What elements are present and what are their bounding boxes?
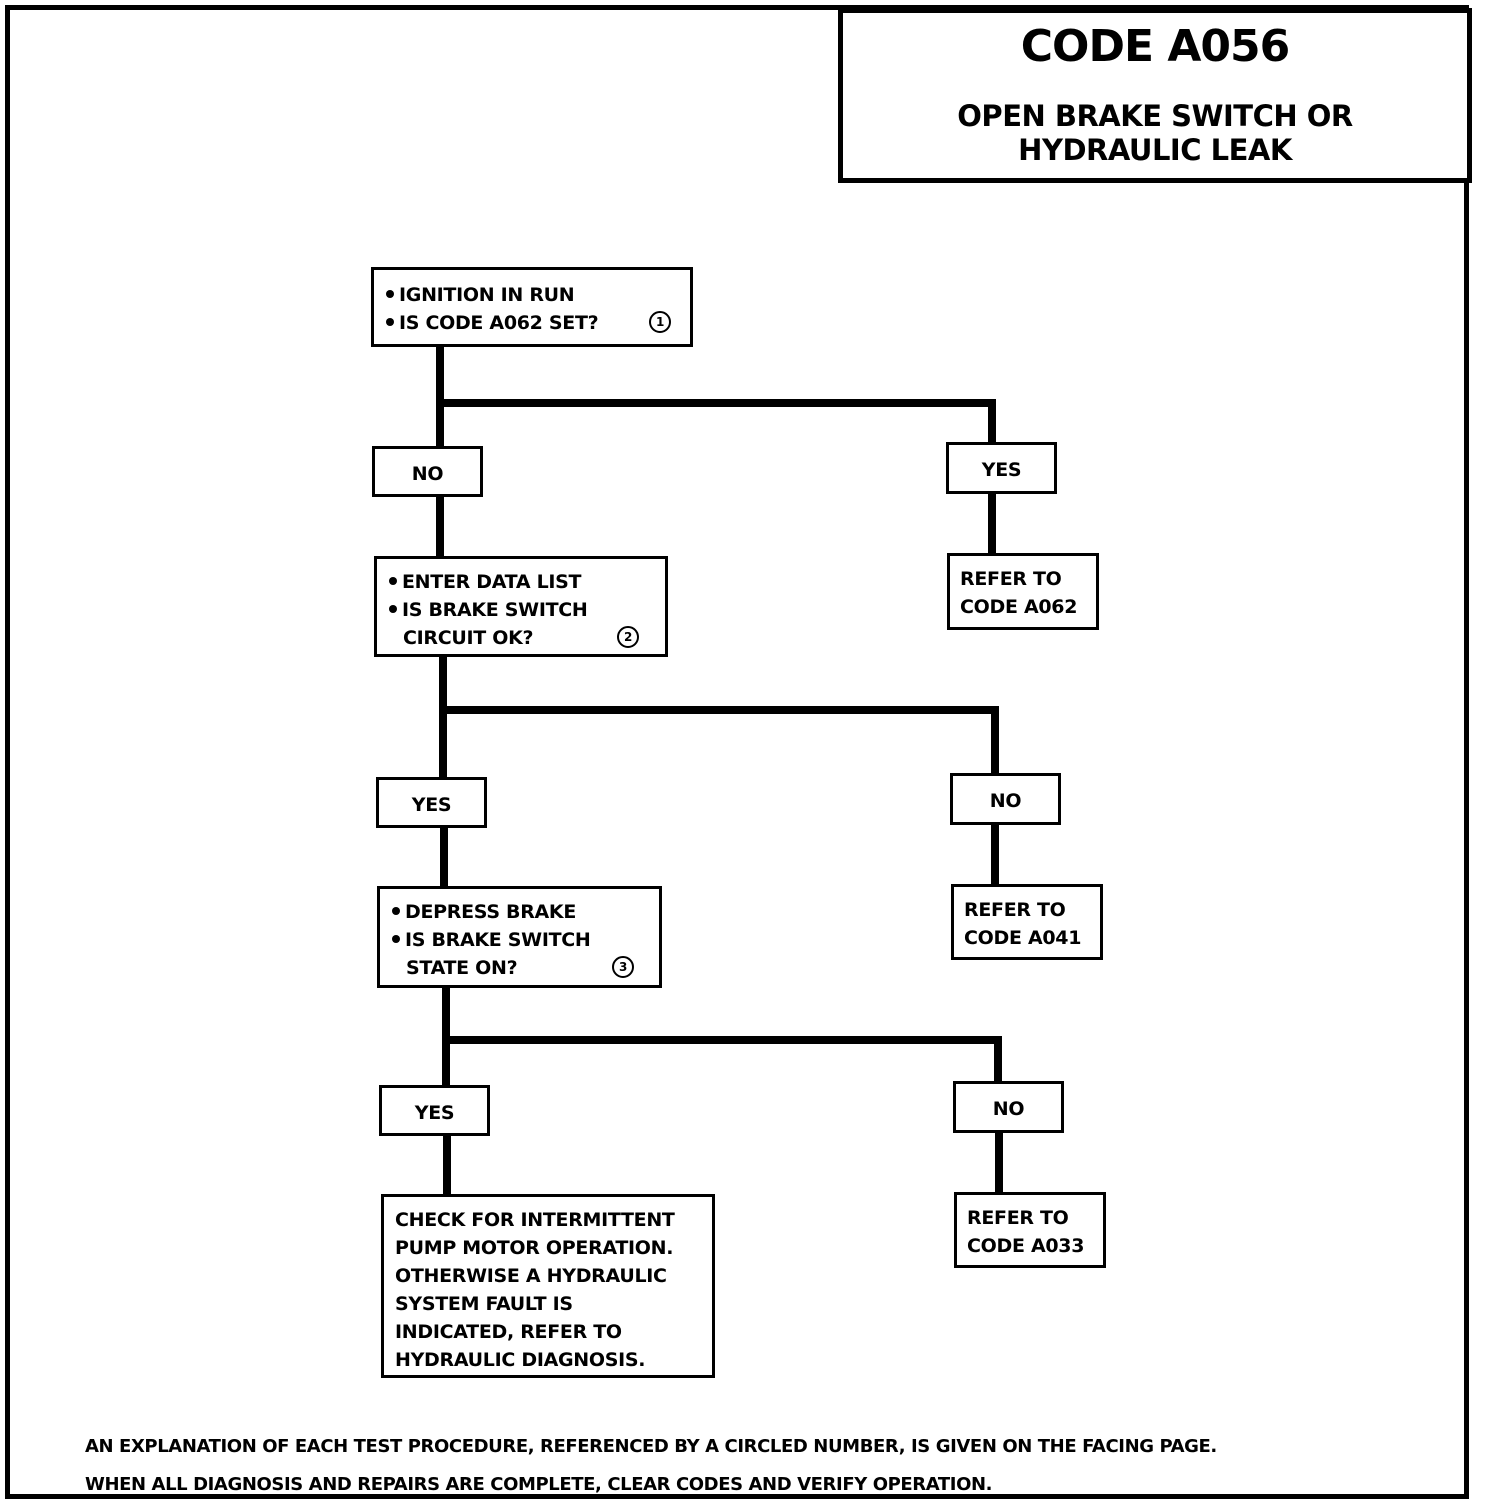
outcome-line: CODE A062 [960,596,1078,618]
step-3-no-box: NO [953,1081,1064,1133]
outcome-line: CODE A041 [964,927,1082,949]
outcome-line: PUMP MOTOR OPERATION. [395,1237,674,1259]
bullet-icon [386,317,394,326]
step-2-no-box: NO [950,773,1061,825]
subtitle-line-2: HYDRAULIC LEAK [1018,133,1292,167]
outcome-line: REFER TO [960,568,1062,590]
step-2-line-1: ENTER DATA LIST [389,571,582,593]
answer-label: YES [411,794,452,816]
outcome-line: CHECK FOR INTERMITTENT [395,1209,675,1231]
answer-label: NO [992,1098,1025,1120]
refer-a033-box: REFER TO CODE A033 [954,1192,1106,1268]
outcome-line: CODE A033 [967,1235,1085,1257]
outcome-line: REFER TO [967,1207,1069,1229]
step-3-yes-box: YES [379,1085,490,1136]
connector [443,706,999,773]
answer-label: YES [414,1102,455,1124]
answer-label: NO [989,790,1022,812]
step-2-line-3: CIRCUIT OK? [403,627,534,649]
outcome-line: INDICATED, REFER TO [395,1321,622,1343]
refer-a041-box: REFER TO CODE A041 [951,884,1103,960]
outcome-line: HYDRAULIC DIAGNOSIS. [395,1349,646,1371]
code-subtitle: OPEN BRAKE SWITCH OR HYDRAULIC LEAK [843,99,1467,167]
step-3-box: DEPRESS BRAKE IS BRAKE SWITCH STATE ON? … [377,886,662,988]
refer-a062-box: REFER TO CODE A062 [947,553,1099,630]
answer-label: YES [981,459,1022,481]
step-2-yes-box: YES [376,777,487,828]
connector [440,399,996,442]
page-frame [5,5,1469,1499]
step-3-line-3: STATE ON? [406,957,518,979]
bullet-icon [389,604,397,613]
final-check-box: CHECK FOR INTERMITTENT PUMP MOTOR OPERAT… [381,1194,715,1378]
outcome-line: OTHERWISE A HYDRAULIC [395,1265,667,1287]
footer-note-1: AN EXPLANATION OF EACH TEST PROCEDURE, R… [85,1436,1217,1457]
step-number-3-icon: 3 [612,956,634,978]
code-title: CODE A056 [1020,21,1291,72]
step-1-yes-box: YES [946,442,1057,494]
step-3-line-1: DEPRESS BRAKE [392,901,576,923]
step-1-line-1: IGNITION IN RUN [386,284,575,306]
outcome-line: SYSTEM FAULT IS [395,1293,573,1315]
bullet-icon [392,906,400,915]
connector [446,1036,1002,1081]
step-1-no-box: NO [372,446,483,497]
step-3-line-2: IS BRAKE SWITCH [392,929,591,951]
answer-label: NO [411,463,444,485]
step-2-line-2: IS BRAKE SWITCH [389,599,588,621]
step-number-2-icon: 2 [617,626,639,648]
outcome-line: REFER TO [964,899,1066,921]
title-box: CODE A056 OPEN BRAKE SWITCH OR HYDRAULIC… [838,8,1472,183]
step-1-box: IGNITION IN RUN IS CODE A062 SET? 1 [371,267,693,347]
step-1-line-2: IS CODE A062 SET? [386,312,599,334]
bullet-icon [386,289,394,298]
step-number-1-icon: 1 [649,311,671,333]
bullet-icon [389,576,397,585]
bullet-icon [392,934,400,943]
footer-note-2: WHEN ALL DIAGNOSIS AND REPAIRS ARE COMPL… [85,1474,993,1495]
subtitle-line-1: OPEN BRAKE SWITCH OR [957,99,1353,133]
step-2-box: ENTER DATA LIST IS BRAKE SWITCH CIRCUIT … [374,556,668,657]
